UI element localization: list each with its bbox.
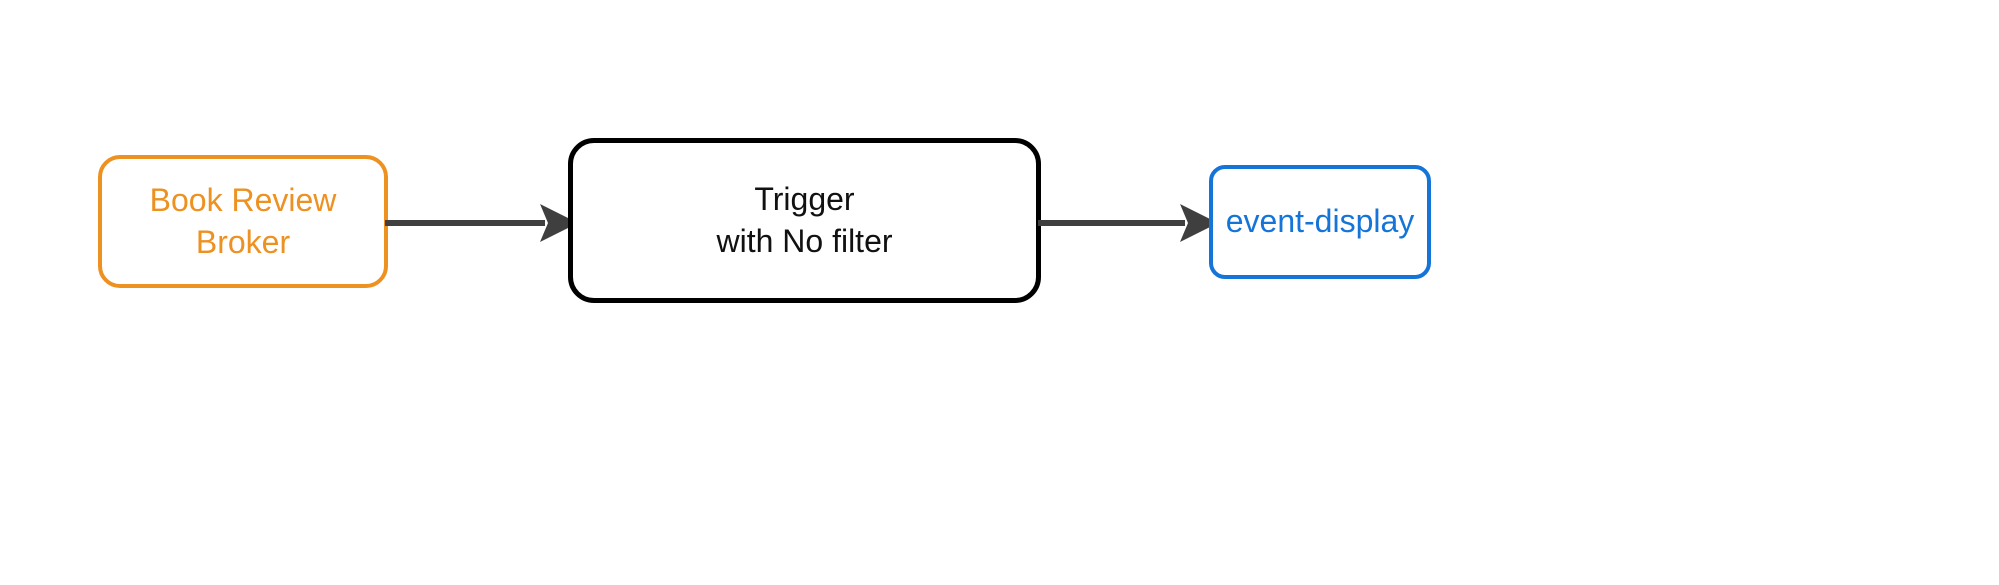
node-book-review-broker[interactable]: Book Review Broker (98, 155, 388, 288)
edge-trigger-to-event-display (1038, 192, 1220, 254)
node-trigger-with-no-filter[interactable]: Trigger with No filter (568, 138, 1041, 303)
edge-broker-to-trigger (385, 192, 580, 254)
node-trigger-with-no-filter-label: Trigger with No filter (716, 180, 893, 259)
node-event-display-label: event-display (1225, 203, 1415, 240)
node-book-review-broker-label: Book Review Broker (149, 181, 337, 260)
node-event-display[interactable]: event-display (1209, 165, 1431, 279)
edge-trigger-to-event-display-arrow (1038, 204, 1218, 242)
edge-broker-to-trigger-arrow (385, 204, 578, 242)
